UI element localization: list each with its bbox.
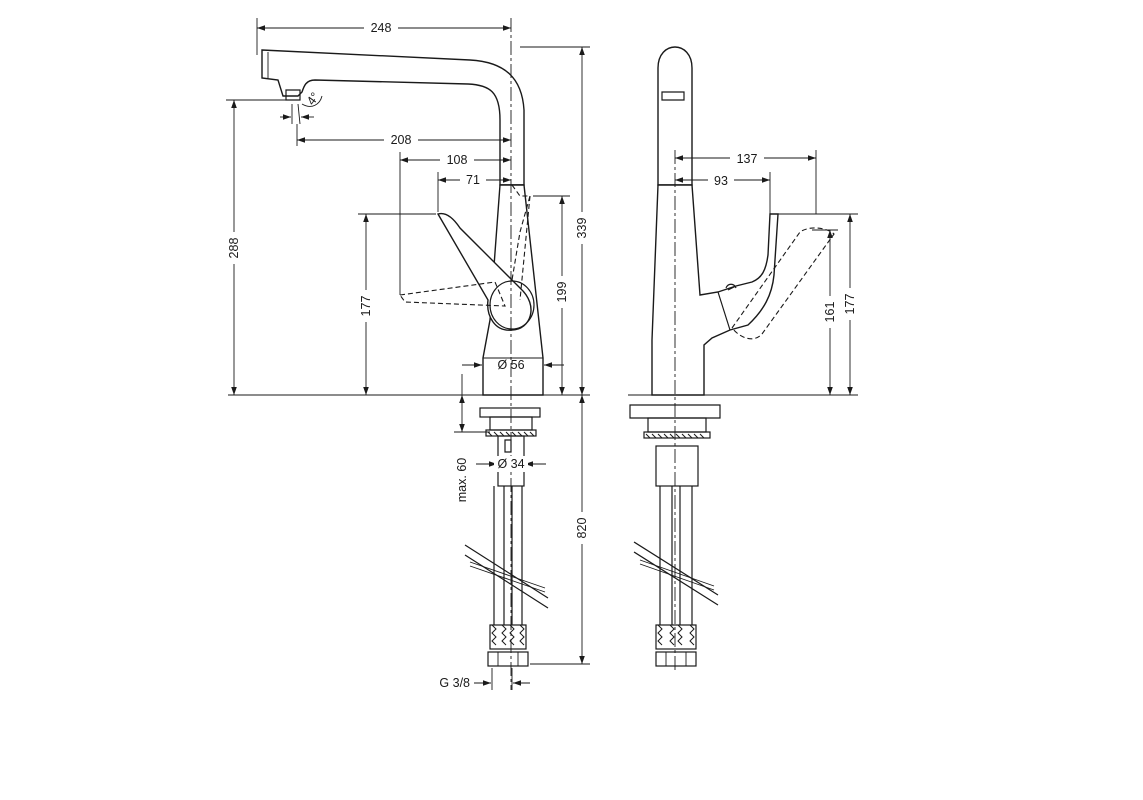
front-view: 248 4° 208 108 71 288 177: [226, 18, 590, 690]
dim-side-lever-reach: 137: [737, 152, 758, 166]
spout-aerator: [285, 89, 301, 101]
side-body-outline: [651, 184, 779, 396]
supply-hoses: [487, 486, 529, 667]
dim-spout-reach: 248: [371, 21, 392, 35]
side-lever-open-dashed: [731, 227, 835, 340]
side-supply-hoses: [655, 486, 697, 667]
lever-handle: [436, 212, 532, 331]
side-view: 137 93 161 177: [628, 46, 858, 670]
side-mounting-base: [629, 404, 721, 487]
dim-deck-thickness: max. 60: [455, 458, 469, 503]
lever-open-dashed: [399, 281, 506, 307]
dim-side-lever-height-high: 177: [843, 294, 857, 315]
dim-lever-height-front: 177: [359, 296, 373, 317]
side-break-mark: [633, 541, 719, 606]
dim-base-diameter: Ø 56: [497, 358, 524, 372]
dim-outlet-height: 288: [227, 238, 241, 259]
dim-side-lever-reach-short: 93: [714, 174, 728, 188]
dim-total-height: 339: [575, 218, 589, 239]
dim-hose-length: 820: [575, 518, 589, 539]
spout-outline: [261, 49, 525, 186]
dim-shank-diameter: Ø 34: [497, 457, 524, 471]
mounting-base: [479, 407, 541, 487]
dim-connection-thread: G 3/8: [439, 676, 470, 690]
side-spout-head: [657, 46, 693, 186]
dim-spout-angle: 4°: [304, 90, 322, 108]
dim-lever-reach-front: 108: [447, 153, 468, 167]
dim-swivel-height: 199: [555, 282, 569, 303]
dim-side-lever-height-low: 161: [823, 302, 837, 323]
dim-outlet-to-centre: 208: [391, 133, 412, 147]
dim-lever-reach-short: 71: [466, 173, 480, 187]
break-mark: [464, 544, 549, 609]
